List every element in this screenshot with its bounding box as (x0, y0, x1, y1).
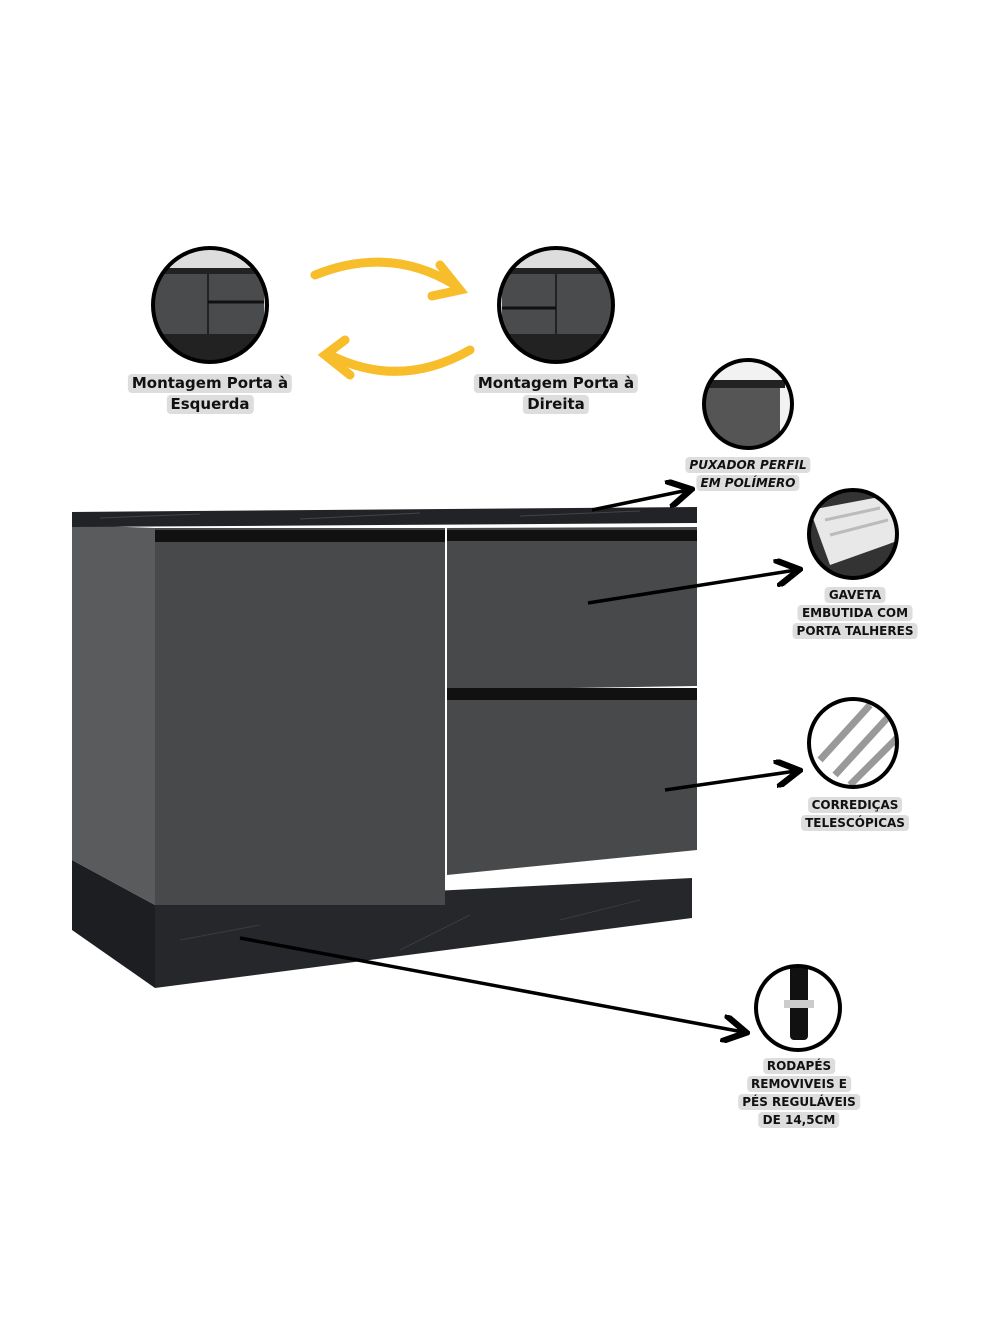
label-line: EMBUTIDA COM (797, 605, 913, 621)
callout-arrows (239, 490, 796, 1032)
door-handle (155, 530, 445, 542)
slides-thumbnail (807, 697, 899, 789)
label-line: DE 14,5CM (758, 1112, 840, 1128)
label-line: Montagem Porta à (127, 374, 293, 393)
drawer-bottom (447, 688, 697, 875)
swap-arrows (310, 257, 475, 380)
left-mount-label: Montagem Porta à Esquerda (127, 373, 293, 415)
plinth-label: RODAPÉS REMOVIVEIS E PÉS REGULÁVEIS DE 1… (738, 1057, 860, 1129)
label-line: PÉS REGULÁVEIS (738, 1094, 860, 1110)
label-line: CORREDIÇAS (807, 797, 903, 813)
cabinet (72, 507, 697, 988)
label-line: EM POLÍMERO (696, 475, 800, 491)
front-plinth (155, 878, 692, 988)
label-line: Direita (523, 395, 589, 414)
door (155, 528, 445, 905)
side-panel (72, 525, 155, 905)
drawer-bottom-handle (447, 688, 697, 700)
label-line: PORTA TALHERES (792, 623, 918, 639)
label-line: RODAPÉS (762, 1058, 836, 1074)
label-line: Montagem Porta à (473, 374, 639, 393)
handle-label: PUXADOR PERFIL EM POLÍMERO (685, 456, 811, 492)
drawer-top (447, 527, 697, 690)
slides-label: CORREDIÇAS TELESCÓPICAS (801, 796, 909, 832)
foot-thumbnail (754, 964, 842, 1052)
right-mount-label: Montagem Porta à Direita (473, 373, 639, 415)
side-plinth (72, 860, 155, 988)
countertop (72, 507, 697, 527)
label-line: TELESCÓPICAS (801, 815, 909, 831)
right-mount-thumbnail (497, 246, 615, 364)
label-line: Esquerda (166, 395, 254, 414)
label-line: PUXADOR PERFIL (685, 457, 811, 473)
drawer-label: GAVETA EMBUTIDA COM PORTA TALHERES (792, 586, 918, 640)
drawer-thumbnail (807, 488, 899, 580)
left-mount-thumbnail (151, 246, 269, 364)
label-line: REMOVIVEIS E (747, 1076, 851, 1092)
handle-thumbnail (702, 358, 794, 450)
label-line: GAVETA (824, 587, 886, 603)
drawer-top-handle (447, 530, 697, 541)
